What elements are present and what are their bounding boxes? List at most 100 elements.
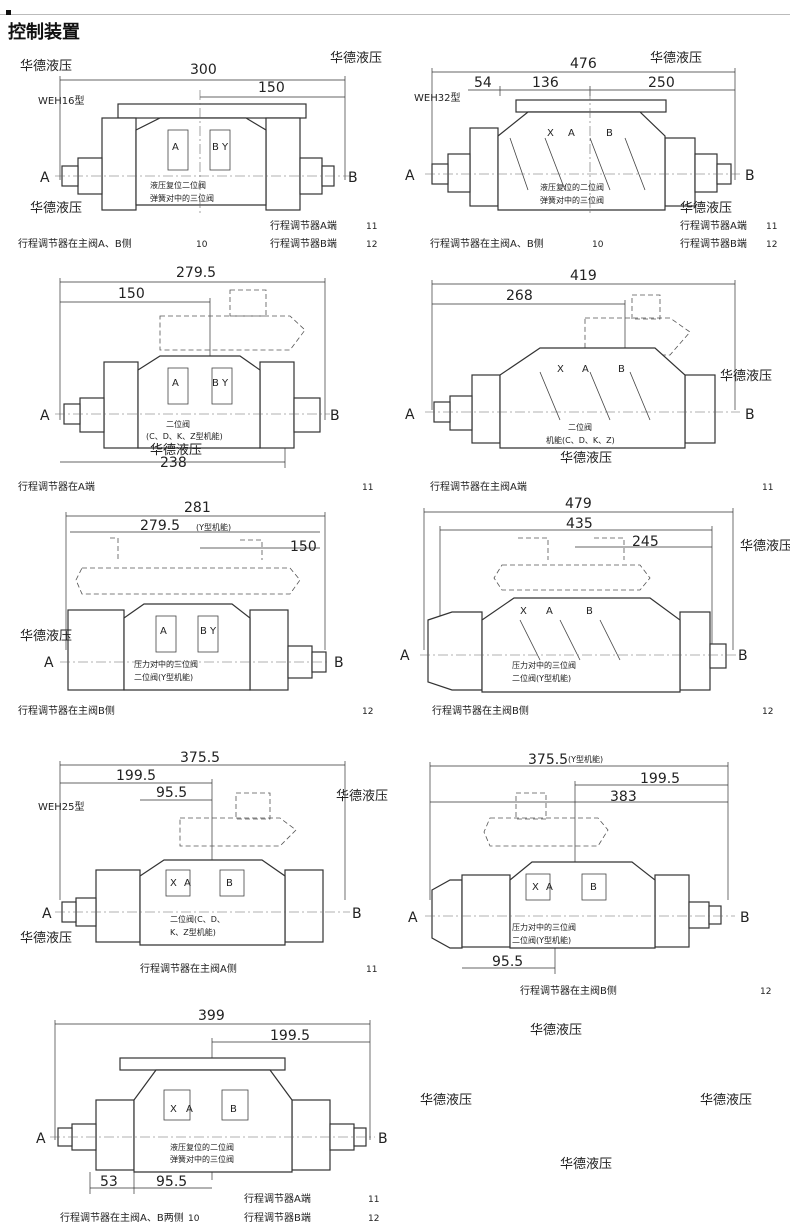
watermark: 华德液压 (700, 1093, 752, 1108)
port-b-label: B (738, 648, 748, 664)
dim-label: 150 (258, 80, 285, 96)
port-b-label: B (330, 408, 340, 424)
dim-label: 95.5 (156, 1174, 187, 1190)
port-b-label: B (348, 170, 358, 186)
port-a-label: A (40, 170, 50, 186)
dim-label: 199.5 (116, 768, 156, 784)
valve-desc: 弹簧对中的三位阀 (150, 193, 214, 203)
spool-label: A (160, 626, 167, 637)
spool-label: B (618, 364, 625, 375)
note-text: 行程调节器在主阀A侧 (140, 962, 237, 975)
note-text: 行程调节器在主阀B侧 (18, 704, 115, 717)
note-text: 行程调节器在主阀B侧 (432, 704, 529, 717)
dim-label: 150 (290, 539, 317, 555)
spool-label: Y (221, 142, 229, 153)
port-a-label: A (40, 408, 50, 424)
model-label: WEH25型 (38, 800, 84, 813)
note-num: 12 (762, 707, 773, 717)
note-num: 12 (366, 240, 377, 250)
watermark: 华德液压 (560, 451, 612, 466)
valve-desc: 弹簧对中的三位阀 (540, 195, 604, 205)
valve-desc: 二位阀(Y型机能) (512, 935, 571, 945)
port-a-label: A (36, 1131, 46, 1147)
port-a-label: A (408, 910, 418, 926)
watermark: 华德液压 (150, 443, 202, 458)
spool-label: B (586, 606, 593, 617)
dim-label: 375.5 (528, 752, 568, 768)
dim-label: 279.5 (176, 265, 216, 281)
spool-label: A (568, 128, 575, 139)
note-text: 行程调节器A端 (270, 219, 337, 232)
note-text: 行程调节器在A端 (18, 480, 95, 493)
dim-label: 136 (532, 75, 559, 91)
port-a-label: A (405, 168, 415, 184)
note-num: 11 (762, 483, 773, 493)
watermark: 华德液压 (420, 1093, 472, 1108)
spool-label: B (200, 626, 207, 637)
top-rule (0, 14, 790, 15)
port-a-label: A (405, 407, 415, 423)
watermark: 华德液压 (30, 201, 82, 216)
drawing-weh32: 476 54 136 250 WEH32型 A B X A B 液压复位的二位阀… (405, 56, 777, 250)
valve-desc: 液压复位二位阀 (150, 180, 206, 190)
watermark: 华德液压 (680, 201, 732, 216)
note-num: 11 (362, 483, 373, 493)
dim-label: 53 (100, 1174, 118, 1190)
note-text: 行程调节器在主阀A端 (430, 480, 527, 493)
watermark: 华德液压 (20, 629, 72, 644)
drawing-9: 399 199.5 53 95.5 A B X A B 液压复位的二位阀 弹簧对… (36, 1008, 388, 1224)
watermark: 华德液压 (20, 931, 72, 946)
spool-label: A (172, 142, 179, 153)
spool-label: X (547, 128, 554, 139)
port-b-label: B (378, 1131, 388, 1147)
drawing-weh25: 375.5 199.5 95.5 WEH25型 A B X A B 二位阀(C、… (38, 750, 377, 975)
spool-label: Y (209, 626, 217, 637)
valve-desc: 二位阀 (166, 419, 190, 429)
note-num: 11 (368, 1195, 379, 1205)
note-text: 行程调节器在主阀B侧 (520, 984, 617, 997)
dim-label: 419 (570, 268, 597, 284)
spool-label: B (226, 878, 233, 889)
note-text: 行程调节器B端 (244, 1211, 311, 1224)
dim-label: 476 (570, 56, 597, 72)
dim-label: 199.5 (640, 771, 680, 787)
drawing-5: 281 279.5 (Y型机能) 150 A B A B Y 压力对中的三位阀 … (18, 500, 373, 717)
drawing-weh16: 300 150 WEH16型 A B A B Y 液压复位二位阀 弹簧对中的三位… (18, 62, 377, 250)
valve-desc: 压力对中的三位阀 (512, 660, 576, 670)
dim-label: 250 (648, 75, 675, 91)
watermark: 华德液压 (20, 59, 72, 74)
spool-label: A (184, 878, 191, 889)
dim-label: 399 (198, 1008, 225, 1024)
dim-label: 95.5 (492, 954, 523, 970)
valve-desc: 二位阀(Y型机能) (512, 673, 571, 683)
port-a-label: A (400, 648, 410, 664)
note-num: 12 (766, 240, 777, 250)
valve-desc: 压力对中的三位阀 (134, 659, 198, 669)
spool-label: B (212, 378, 219, 389)
spool-label: A (582, 364, 589, 375)
valve-desc: 压力对中的三位阀 (512, 922, 576, 932)
note-num: 10 (196, 240, 208, 250)
note-num: 10 (188, 1214, 200, 1224)
valve-desc: 二位阀(C、D、 (170, 914, 225, 924)
note-num: 12 (362, 707, 373, 717)
watermark: 华德液压 (530, 1023, 582, 1038)
drawing-6: 479 435 245 A B X A B 压力对中的三位阀 二位阀(Y型机能)… (400, 496, 773, 717)
note-text: 行程调节器B端 (680, 237, 747, 250)
dim-label: 95.5 (156, 785, 187, 801)
model-label: WEH32型 (414, 91, 460, 104)
valve-desc: 液压复位的二位阀 (170, 1142, 234, 1152)
spool-label: X (532, 882, 539, 893)
dim-label: 245 (632, 534, 659, 550)
watermark: 华德液压 (740, 539, 790, 554)
valve-desc: 机能(C、D、K、Z) (546, 435, 615, 445)
page-title: 控制装置 (8, 22, 80, 43)
valve-desc: 弹簧对中的三位阀 (170, 1154, 234, 1164)
watermark: 华德液压 (720, 369, 772, 384)
model-label: WEH16型 (38, 94, 84, 107)
drawing-3: 279.5 150 238 A B A B Y 二位阀 (C、D、K、Z型机能)… (18, 265, 373, 493)
valve-desc: K、Z型机能) (170, 927, 216, 937)
spool-label: B (212, 142, 219, 153)
port-b-label: B (745, 407, 755, 423)
